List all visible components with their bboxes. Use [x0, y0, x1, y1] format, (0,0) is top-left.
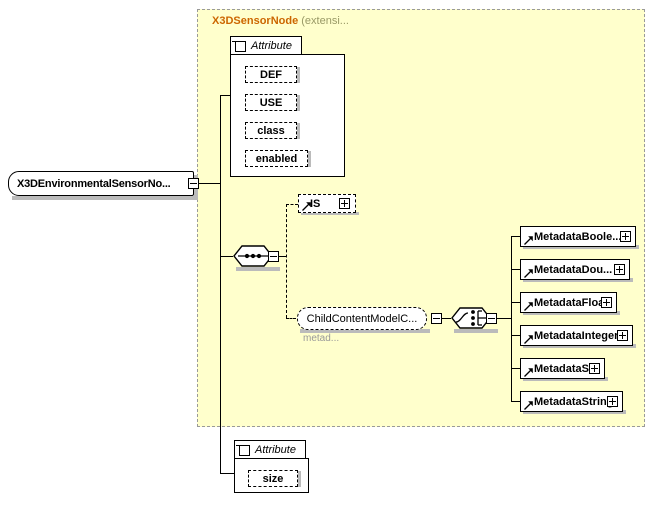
connector-metadata-double — [511, 269, 520, 270]
connector-metadata-boolean — [511, 236, 520, 237]
choice-compositor[interactable] — [451, 307, 491, 329]
element-expand-toggle-metadata-double[interactable] — [614, 264, 625, 275]
element-box-is[interactable]: IS — [298, 194, 356, 213]
connector-trunk-vertical — [220, 95, 221, 473]
sequence-compositor[interactable] — [233, 245, 273, 267]
choice-compositor-collapse-toggle[interactable] — [486, 313, 497, 324]
is-element-shadow — [301, 212, 359, 215]
element-ref-arrow-icon — [524, 269, 533, 278]
childcontentmodel-shadow — [300, 329, 430, 333]
extension-panel-title-suffix: (extensi... — [301, 15, 349, 27]
connector-metadata-set — [511, 368, 520, 369]
connector-metadata-trunk-vertical — [511, 236, 512, 401]
element-label-metadata-set: MetadataSet — [534, 362, 599, 375]
metadata-double-shadow — [523, 278, 633, 282]
element-label-metadata-float: MetadataFloat — [534, 296, 608, 309]
metadata-string-shadow — [523, 410, 626, 414]
choice-compositor-shadow — [454, 329, 498, 333]
metadata-integer-shadow — [523, 344, 636, 348]
group-reference-collapse-toggle[interactable] — [431, 313, 442, 324]
element-box-metadata-double[interactable]: MetadataDou... — [520, 259, 630, 280]
attribute-group-2-header-label: Attribute — [255, 444, 296, 456]
attribute-item-def-label: DEF — [260, 68, 282, 81]
extension-panel-title: X3DSensorNode (extensi... — [212, 15, 349, 27]
root-element-label: X3DEnvironmentalSensorNo... — [17, 177, 171, 190]
element-expand-toggle-metadata-float[interactable] — [601, 297, 612, 308]
element-label-metadata-integer: MetadataInteger — [534, 329, 619, 342]
sequence-compositor-shadow — [236, 267, 280, 271]
attribute-group-2-collapse-toggle[interactable] — [239, 444, 250, 456]
group-reference-childcontentmodel[interactable]: ChildContentModelC... — [297, 307, 427, 330]
element-expand-toggle-metadata-boolean[interactable] — [620, 231, 631, 242]
extension-base-type-label: X3DSensorNode — [212, 15, 299, 27]
attribute-item-size[interactable]: size — [248, 470, 298, 487]
connector-choice-to-metadata-trunk — [497, 318, 511, 319]
element-box-metadata-boolean[interactable]: MetadataBoole... — [520, 226, 636, 247]
element-ref-arrow-icon — [524, 401, 533, 410]
element-label-is: IS — [310, 197, 321, 210]
attribute-group-2-header[interactable]: Attribute — [234, 440, 306, 459]
connector-metadata-integer — [511, 335, 520, 336]
attribute-class-shadow-right — [297, 123, 300, 139]
root-element-collapse-toggle[interactable] — [188, 178, 199, 189]
attribute-group-1-collapse-toggle[interactable] — [235, 40, 246, 52]
connector-branch-to-is-dashed — [286, 204, 298, 205]
element-ref-arrow-icon — [524, 368, 533, 377]
element-ref-arrow-icon — [524, 302, 533, 311]
connector-sequence-to-branch — [279, 256, 286, 257]
attribute-item-def[interactable]: DEF — [245, 66, 297, 83]
sequence-compositor-collapse-toggle[interactable] — [268, 251, 279, 262]
attribute-item-enabled-label: enabled — [255, 152, 298, 165]
group-reference-label: ChildContentModelC... — [306, 312, 418, 325]
connector-group-to-choice — [442, 318, 451, 319]
metadata-set-shadow — [523, 377, 608, 381]
connector-metadata-float — [511, 302, 520, 303]
attribute-group-1-header[interactable]: Attribute — [230, 36, 302, 55]
element-box-metadata-integer[interactable]: MetadataInteger — [520, 325, 633, 346]
attribute-item-size-label: size — [262, 472, 284, 485]
metadata-boolean-shadow — [523, 245, 639, 249]
element-expand-toggle-metadata-set[interactable] — [589, 363, 600, 374]
connector-root-to-trunk — [199, 183, 221, 184]
attribute-use-shadow-right — [297, 95, 300, 111]
attribute-enabled-shadow-right — [308, 151, 311, 167]
element-box-metadata-string[interactable]: MetadataString — [520, 391, 623, 412]
attribute-item-use[interactable]: USE — [245, 94, 297, 111]
root-element-shadow-bottom — [12, 196, 198, 200]
metadata-float-shadow — [523, 311, 620, 315]
attribute-group-1-header-label: Attribute — [251, 40, 292, 52]
attribute-def-shadow-right — [297, 67, 300, 83]
attribute-size-shadow-right — [298, 471, 301, 487]
root-element-box[interactable]: X3DEnvironmentalSensorNo... — [8, 171, 194, 196]
connector-branch-to-childcontentmodel-dashed — [286, 318, 296, 319]
element-expand-toggle-is[interactable] — [339, 198, 350, 209]
element-expand-toggle-metadata-string[interactable] — [607, 396, 618, 407]
connector-metadata-string — [511, 401, 520, 402]
element-label-metadata-double: MetadataDou... — [534, 263, 613, 276]
attribute-item-class-label: class — [257, 124, 285, 137]
connector-trunk-to-sequence — [220, 256, 233, 257]
element-label-metadata-boolean: MetadataBoole... — [534, 230, 622, 243]
connector-trunk-to-attribute-group-1 — [220, 95, 230, 96]
element-ref-arrow-icon — [302, 202, 311, 211]
attribute-item-class[interactable]: class — [245, 122, 297, 139]
element-box-metadata-set[interactable]: MetadataSet — [520, 358, 605, 379]
element-label-metadata-string: MetadataString — [534, 395, 614, 408]
attribute-item-use-label: USE — [259, 96, 283, 109]
element-box-metadata-float[interactable]: MetadataFloat — [520, 292, 617, 313]
group-reference-annotation: metad... — [303, 333, 340, 344]
connector-branch-vertical-dashed — [286, 204, 287, 318]
attribute-item-enabled[interactable]: enabled — [245, 150, 308, 167]
element-ref-arrow-icon — [524, 236, 533, 245]
connector-trunk-to-attribute-group-2 — [220, 473, 234, 474]
element-ref-arrow-icon — [524, 335, 533, 344]
element-expand-toggle-metadata-integer[interactable] — [617, 330, 628, 341]
